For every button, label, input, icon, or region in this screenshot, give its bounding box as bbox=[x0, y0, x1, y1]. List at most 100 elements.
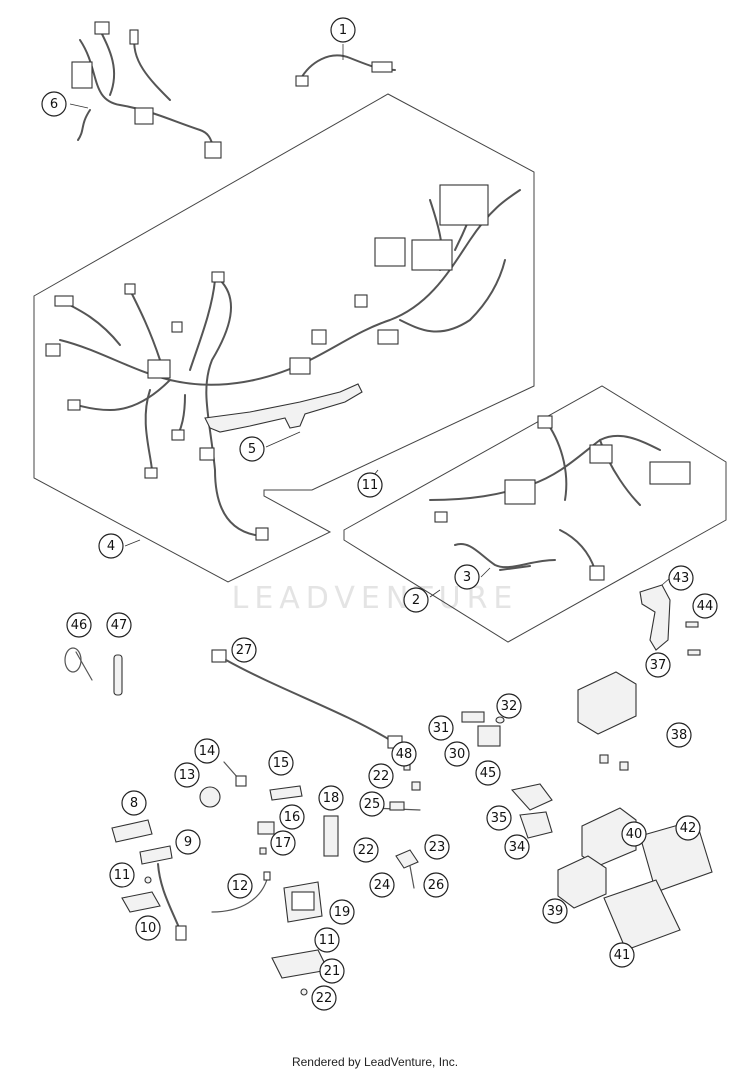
callout-circle bbox=[353, 837, 379, 863]
callout-label: 17 bbox=[275, 836, 292, 851]
callout-circle bbox=[444, 741, 470, 767]
main-harness-item-4 bbox=[45, 184, 521, 541]
parts-items-23-24-26 bbox=[395, 849, 419, 889]
harness-item-1 bbox=[295, 54, 396, 87]
callout-label: 22 bbox=[358, 843, 375, 858]
callout-label: 3 bbox=[463, 570, 471, 585]
callout-circle bbox=[475, 760, 501, 786]
callout-circle bbox=[227, 873, 253, 899]
callout-circle bbox=[175, 829, 201, 855]
callout-circle bbox=[311, 985, 337, 1011]
callout-circle bbox=[609, 942, 635, 968]
callout-label: 41 bbox=[614, 948, 631, 963]
callout-label: 44 bbox=[697, 599, 714, 614]
callout-label: 40 bbox=[626, 827, 643, 842]
module-item-37 bbox=[577, 671, 637, 771]
callout-label: 27 bbox=[236, 643, 253, 658]
callout-circle bbox=[486, 805, 512, 831]
callout-label: 22 bbox=[373, 769, 390, 784]
callout-circle bbox=[109, 862, 135, 888]
callout-label: 4 bbox=[107, 539, 115, 554]
callout-circle bbox=[454, 564, 480, 590]
callout-circle bbox=[66, 612, 92, 638]
callout-circle bbox=[318, 785, 344, 811]
callout-label: 43 bbox=[673, 571, 690, 586]
callout-label: 31 bbox=[433, 721, 450, 736]
callout-label: 21 bbox=[324, 964, 341, 979]
callout-label: 47 bbox=[111, 618, 128, 633]
callout-label: 15 bbox=[273, 756, 290, 771]
sub-harness-item-3 bbox=[454, 543, 556, 571]
callout-circle bbox=[428, 715, 454, 741]
cable-item-12 bbox=[211, 871, 271, 913]
callout-label: 32 bbox=[501, 699, 518, 714]
part-item-5 bbox=[204, 383, 363, 433]
callout-circle bbox=[621, 821, 647, 847]
callout-label: 19 bbox=[334, 905, 351, 920]
callout-circle bbox=[496, 693, 522, 719]
callout-circle bbox=[319, 958, 345, 984]
callout-label: 45 bbox=[480, 766, 497, 781]
callout-circle bbox=[174, 762, 200, 788]
callout-circle bbox=[368, 763, 394, 789]
callout-circle bbox=[41, 91, 67, 117]
callout-circle bbox=[121, 790, 147, 816]
callout-circle bbox=[391, 741, 417, 767]
callout-label: 18 bbox=[323, 791, 340, 806]
sub-harness-item-2 bbox=[429, 415, 691, 581]
callout-label: 5 bbox=[248, 442, 256, 457]
callout-circle bbox=[369, 872, 395, 898]
callout-label: 38 bbox=[671, 728, 688, 743]
callout-label: 6 bbox=[50, 97, 58, 112]
callout-label: 48 bbox=[396, 747, 413, 762]
callout-circle bbox=[279, 804, 305, 830]
callout-circle bbox=[268, 750, 294, 776]
callout-label: 22 bbox=[316, 991, 333, 1006]
parts-items-34-35 bbox=[510, 783, 553, 839]
callout-label: 39 bbox=[547, 904, 564, 919]
callout-label: 14 bbox=[199, 744, 216, 759]
main-harness-panel bbox=[33, 93, 535, 583]
callout-label: 13 bbox=[179, 768, 196, 783]
callout-label: 11 bbox=[362, 478, 379, 493]
footer-credit: Rendered by LeadVenture, Inc. bbox=[291, 1055, 459, 1069]
callout-circle bbox=[239, 436, 265, 462]
callout-label: 11 bbox=[319, 933, 336, 948]
callout-circle bbox=[403, 587, 429, 613]
part-item-18 bbox=[323, 815, 339, 857]
callout-circle bbox=[194, 738, 220, 764]
dash-items-19-21 bbox=[271, 881, 329, 996]
callout-label: 2 bbox=[412, 593, 420, 608]
sub-harness-panel bbox=[343, 385, 727, 643]
callout-circle bbox=[675, 815, 701, 841]
callout-label: 12 bbox=[232, 879, 249, 894]
callout-circle bbox=[314, 927, 340, 953]
callout-label: 42 bbox=[680, 821, 697, 836]
parts-items-13-17 bbox=[199, 761, 303, 855]
bracket-item-43 bbox=[639, 584, 701, 656]
callout-label: 16 bbox=[284, 810, 301, 825]
callout-label: 8 bbox=[130, 796, 138, 811]
callout-label: 10 bbox=[140, 921, 157, 936]
callout-label: 25 bbox=[364, 797, 381, 812]
callout-label: 11 bbox=[114, 868, 131, 883]
callout-label: 34 bbox=[509, 840, 526, 855]
callout-circle bbox=[668, 565, 694, 591]
callout-circle bbox=[135, 915, 161, 941]
callout-label: 9 bbox=[184, 835, 192, 850]
callout-circle bbox=[231, 637, 257, 663]
callout-circle bbox=[357, 472, 383, 498]
callout-circle bbox=[359, 791, 385, 817]
harness-item-6 bbox=[71, 21, 222, 159]
callout-label: 23 bbox=[429, 840, 446, 855]
callout-circle bbox=[504, 834, 530, 860]
callout-circle bbox=[270, 830, 296, 856]
callout-circle bbox=[423, 872, 449, 898]
callout-circle bbox=[692, 593, 718, 619]
callout-circle bbox=[329, 899, 355, 925]
cable-item-27 bbox=[211, 649, 403, 749]
callout-circle bbox=[424, 834, 450, 860]
tools-items-46-47 bbox=[64, 647, 123, 696]
